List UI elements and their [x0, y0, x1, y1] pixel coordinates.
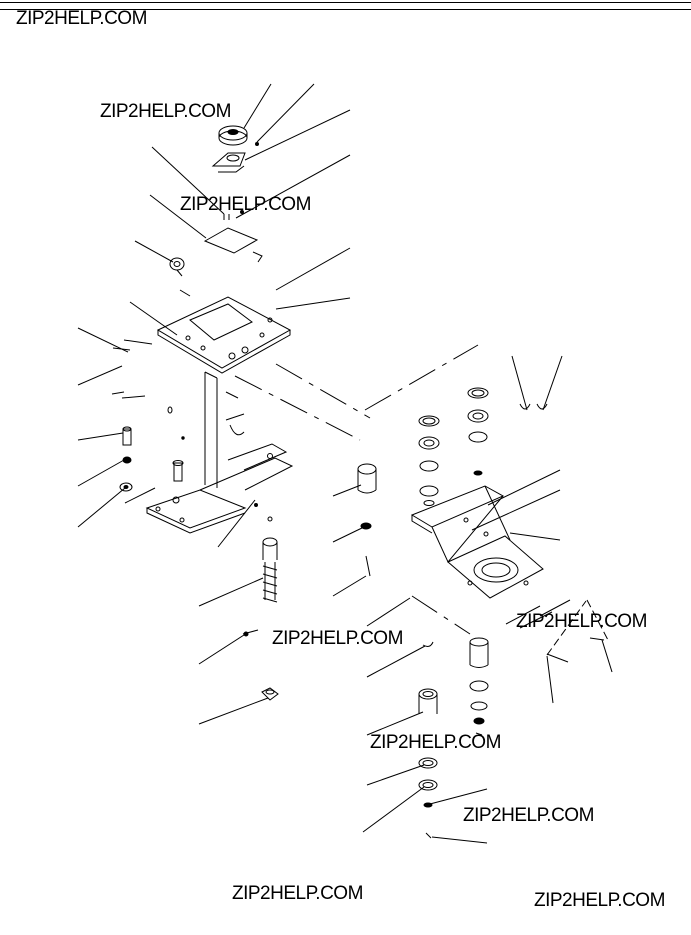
latch-part — [261, 687, 279, 701]
watermark-label: ZIP2HELP.COM — [370, 732, 501, 753]
sleeve-part — [357, 463, 377, 494]
bushing-stack-left — [418, 415, 440, 506]
bolt-part — [172, 460, 184, 482]
spring-assembly — [254, 503, 278, 603]
pin-pair-part — [223, 210, 244, 220]
clamp-part — [211, 152, 246, 173]
pin-part — [425, 832, 432, 839]
washer-part — [119, 482, 133, 492]
bushing-stack-right — [467, 387, 489, 476]
watermark-label: ZIP2HELP.COM — [16, 8, 147, 29]
leader-lines — [77, 83, 613, 844]
eye-bolt-part — [169, 257, 185, 277]
bolt-part — [111, 391, 146, 399]
header-rule-top — [0, 2, 691, 3]
right-bracket — [410, 485, 544, 599]
watermark-label: ZIP2HELP.COM — [180, 194, 311, 215]
clip-part — [536, 403, 548, 410]
watermark-label: ZIP2HELP.COM — [100, 101, 231, 122]
bolt-set-part — [505, 599, 571, 629]
base-plate-left — [145, 443, 294, 534]
nut-part — [122, 456, 132, 464]
watermark-label: ZIP2HELP.COM — [534, 890, 665, 911]
header-rule-bottom — [0, 9, 691, 10]
clip-part — [519, 403, 531, 410]
gear-knob-part — [218, 125, 248, 146]
pin-part — [365, 555, 371, 577]
watermark-label: ZIP2HELP.COM — [516, 611, 647, 632]
top-mounting-plate — [156, 296, 292, 374]
clip-part — [422, 641, 434, 647]
watermark-label: ZIP2HELP.COM — [272, 628, 403, 649]
column-bracket — [167, 371, 245, 488]
bushing-part — [418, 688, 438, 714]
watermark-label: ZIP2HELP.COM — [463, 805, 594, 826]
watermark-label: ZIP2HELP.COM — [232, 883, 363, 904]
bolt-part — [112, 339, 153, 351]
small-pin-part — [255, 142, 259, 146]
small-plate-part — [203, 227, 263, 263]
pin-part — [122, 426, 132, 446]
bolt-set-part — [546, 637, 605, 663]
tube-part — [469, 637, 489, 668]
washer-stack-lower — [469, 680, 489, 736]
